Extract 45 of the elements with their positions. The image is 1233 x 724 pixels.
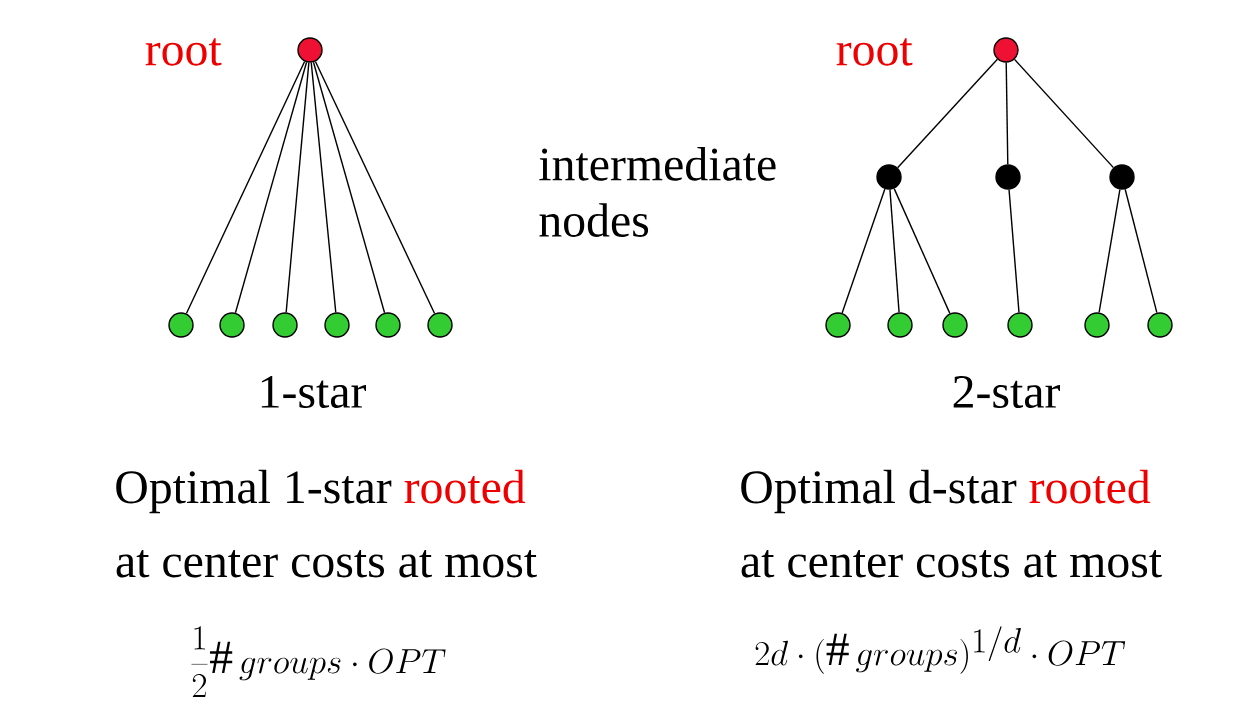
tree-edge (1098, 188, 1121, 314)
root-node (297, 37, 323, 63)
intermediate-node (876, 164, 902, 190)
tree-edge (1124, 188, 1158, 314)
leaf-node (168, 312, 194, 338)
tree-edge (310, 61, 337, 314)
formula: $\frac{1}{2}\#\,groups\cdot OPT$ (191, 626, 446, 698)
tree-caption: 1-star (261, 376, 366, 408)
leaf-node (219, 312, 245, 338)
leaf-node (1147, 312, 1173, 338)
leaf-node (1007, 312, 1033, 338)
tree-edge (841, 188, 886, 314)
node-label: root (836, 38, 913, 66)
leaf-node (375, 312, 401, 338)
intermediate-node (995, 164, 1021, 190)
statement-text: Optimal 1-star (116, 469, 392, 514)
statement-text: at center costs at most (116, 550, 537, 578)
tree-edge (314, 60, 436, 315)
tree-edge (1013, 58, 1115, 169)
tree-edge (285, 61, 310, 314)
leaf-node (887, 312, 913, 338)
highlighted-word: rooted (1029, 469, 1151, 504)
leaf-node (825, 312, 851, 338)
node-label: root (145, 38, 222, 66)
intermediate-node (1109, 164, 1135, 190)
formula: $2d\cdot(\#\,groups)^{1/d}\cdot OPT$ (755, 626, 1126, 674)
statement-text: at center costs at most (741, 550, 1162, 578)
tree-edge (893, 187, 951, 315)
leaf-node (324, 312, 350, 338)
tree-edge (896, 58, 999, 169)
leaf-node (272, 312, 298, 338)
leaf-node (1084, 312, 1110, 338)
tree-caption: 2-star (953, 375, 1060, 409)
tree-edge (312, 61, 386, 314)
tree-edge (185, 60, 306, 315)
leaf-node (427, 312, 453, 338)
tree-edge (1005, 62, 1009, 165)
annotation: intermediate nodes (539, 147, 776, 237)
highlighted-word: rooted (404, 469, 526, 504)
leaf-node (942, 312, 968, 338)
statement-text: Optimal d-star (741, 469, 1017, 514)
tree-edge (889, 188, 900, 314)
root-node (993, 37, 1019, 63)
tree-edge (234, 61, 308, 314)
tree-edge (1008, 188, 1020, 314)
